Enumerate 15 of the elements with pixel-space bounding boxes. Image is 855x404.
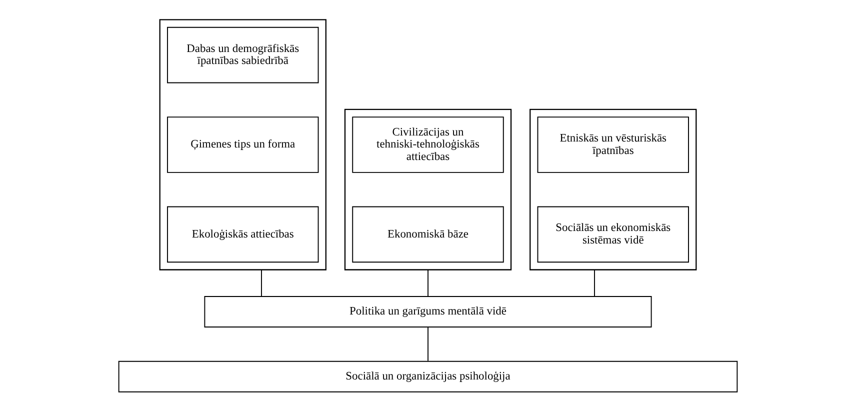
connector [427, 326, 428, 362]
node-box: Sociālā un organizācijas psiholoģija [118, 360, 738, 392]
node-box: Ģimenes tips un forma [166, 116, 318, 173]
node-box: Ekoloģiskās attiecības [166, 206, 318, 263]
node-box: Etniskās un vēsturiskās īpatnības [536, 116, 688, 173]
node-box: Dabas un demogrāfiskās īpatnības sabiedrībā [166, 26, 318, 84]
connector [260, 269, 262, 297]
cluster [158, 19, 326, 270]
cluster [344, 108, 512, 270]
connector [427, 269, 428, 297]
node-box: Civilizācijas un tehniski-tehnoloģiskās attiecības [352, 116, 504, 173]
cluster [529, 108, 696, 270]
node-box: Ekonomiskā bāze [352, 206, 504, 263]
node-box: Politika un garīgums mentālā vidē [204, 296, 652, 328]
node-box: Sociālās un ekonomiskās sistēmas vidē [536, 206, 688, 263]
